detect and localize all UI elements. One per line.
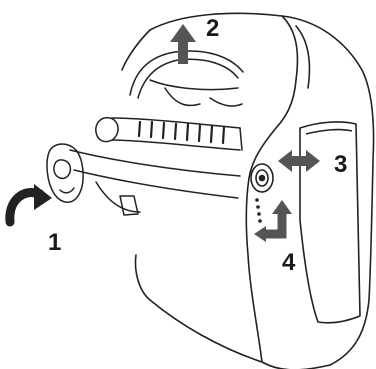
callout-2: 2 [206, 15, 219, 42]
side-adjust-knob [251, 164, 273, 192]
double-horizontal-arrow-icon [278, 150, 320, 172]
headgear [47, 51, 243, 215]
callout-1: 1 [48, 229, 61, 256]
callout-4: 4 [282, 249, 296, 276]
rotate-knob-icon [10, 184, 52, 222]
adjust-holes [255, 198, 262, 223]
filter-window-frame [300, 122, 360, 323]
up-arrow-icon [170, 24, 196, 64]
callout-3: 3 [334, 151, 347, 178]
